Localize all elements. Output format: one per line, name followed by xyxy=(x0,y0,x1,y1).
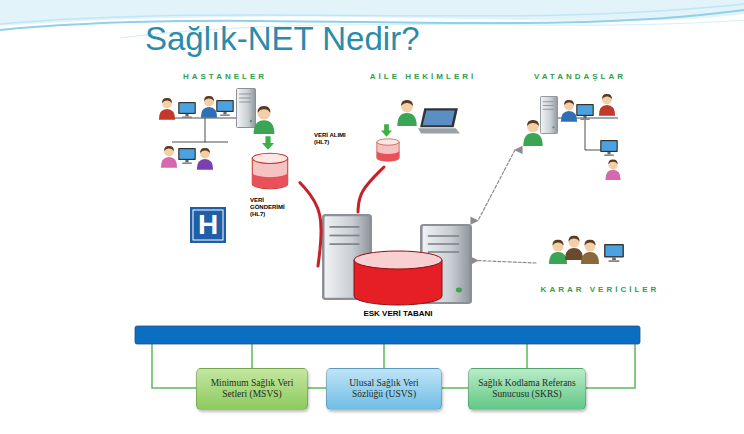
header-wave xyxy=(120,20,744,38)
standard-box: Minimum Sağlık Veri Setleri (MSVS) xyxy=(196,368,308,410)
server xyxy=(421,225,470,303)
standard-box: Ulusal Sağlık Veri Sözlüğü (USVS) xyxy=(326,368,442,410)
box-text: Ulusal Sağlık Veri Sözlüğü (USVS) xyxy=(334,378,434,401)
node-heading: ESK VERİ TABANI xyxy=(363,309,432,318)
standard-box: Sağlık Kodlama Referans Sunucusu (SKRS) xyxy=(468,368,586,410)
header-wave xyxy=(0,4,744,24)
family-doctor xyxy=(377,100,460,161)
citizens-network xyxy=(523,94,620,180)
hospital-sign xyxy=(190,207,226,243)
node-heading: KARAR VERİCİLER xyxy=(541,285,660,294)
cylinder-top xyxy=(354,251,442,269)
cylinder-body xyxy=(354,260,442,305)
database-cylinder xyxy=(318,212,478,320)
database: ESK VERİ TABANI xyxy=(318,212,478,320)
connector xyxy=(478,150,515,221)
wire xyxy=(152,344,635,388)
node-heading: AİLE HEKİMLERİ xyxy=(370,72,476,81)
hospital-network xyxy=(159,89,288,244)
edge-label: VERİ ALIMI (HL7) xyxy=(314,132,350,146)
group-heading: VATANDAŞLAR xyxy=(515,72,645,190)
group-heading: KARAR VERİCİLER xyxy=(536,232,664,294)
box-text: Sağlık Kodlama Referans Sunucusu (SKRS) xyxy=(476,378,578,401)
node-heading: HASTANELER xyxy=(183,72,267,81)
node-heading: VATANDAŞLAR xyxy=(534,72,626,81)
decision-makers xyxy=(549,236,624,264)
wire xyxy=(252,344,527,368)
connector xyxy=(358,167,384,212)
group-heading: AİLE HEKİMLERİ xyxy=(358,72,488,167)
connector xyxy=(300,183,321,266)
edge-label: VERİ GÖNDERİMİ (HL7) xyxy=(250,197,294,218)
group-heading: HASTANELER xyxy=(150,72,300,207)
slide-title: Sağlık-NET Nedir? xyxy=(145,20,420,58)
blue-bar xyxy=(135,326,640,344)
box-text: Minimum Sağlık Veri Setleri (MSVS) xyxy=(204,378,300,401)
hospital-sign-letter: H xyxy=(190,207,226,243)
server xyxy=(323,215,371,299)
connector xyxy=(478,261,536,263)
